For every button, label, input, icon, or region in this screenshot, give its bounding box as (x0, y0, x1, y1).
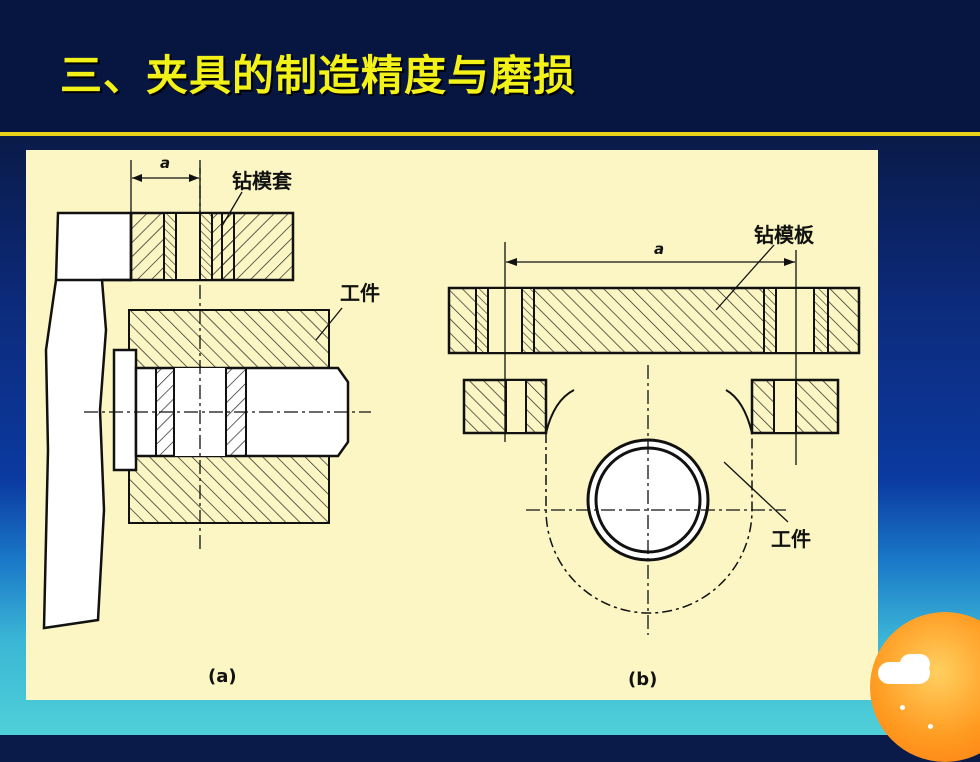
drill-bushing-left (163, 212, 177, 281)
dim-label-a: a (160, 154, 170, 172)
drill-bushing-right (199, 212, 213, 281)
view-a: a 钻模套 工件 (a) (42, 154, 380, 687)
slide-title: 三、夹具的制造精度与磨损 (60, 51, 577, 100)
sparkle-dot (900, 705, 905, 710)
drill-jig-drawing: a 钻模套 工件 (a) (42, 154, 861, 690)
dim-label-b: a (654, 240, 664, 258)
caption-a: (a) (208, 666, 237, 687)
label-drill-bushing: 钻模套 (232, 169, 292, 193)
sun-decoration (870, 612, 980, 762)
title-rule (0, 132, 980, 136)
drill-jig-figure: a 钻模套 工件 (a) (26, 150, 878, 700)
caption-b: (b) (628, 669, 657, 690)
cloud-decoration-small (900, 654, 930, 674)
label-drill-plate: 钻模板 (754, 223, 815, 247)
label-workpiece-a: 工件 (340, 281, 380, 305)
label-workpiece-b: 工件 (771, 527, 811, 551)
view-b: a 钻模板 工件 (b) (447, 223, 861, 690)
sparkle-dot (928, 724, 933, 729)
title-bar (0, 0, 980, 132)
